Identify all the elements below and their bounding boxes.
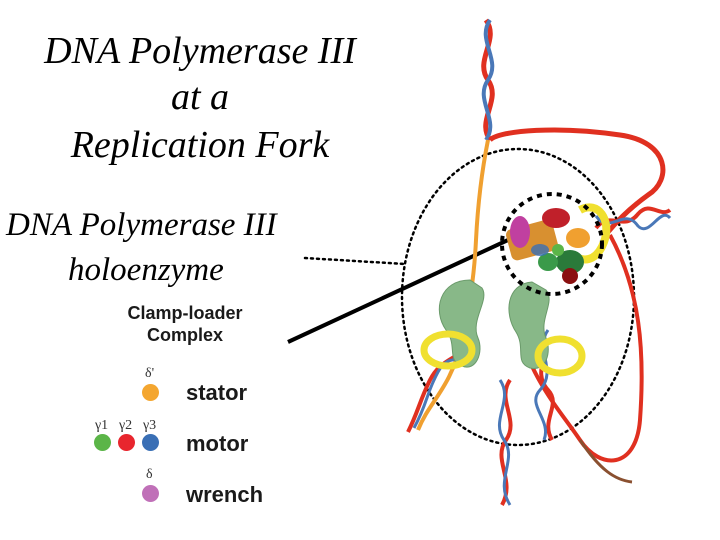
motor-dot-1 [94, 434, 111, 451]
polymerase-core-left [438, 279, 485, 368]
wrench-greek-label: δ [146, 467, 153, 482]
wrench-dot [142, 485, 159, 502]
clamp-loader-pointer-line [287, 238, 509, 344]
top-clamp [576, 203, 611, 264]
red-strand-loop [514, 234, 644, 463]
holoenzyme-label-line-1: DNA Polymerase III [6, 207, 277, 243]
motor-dot-2 [118, 434, 135, 451]
middle-dna-helix [497, 378, 513, 506]
holoenzyme-label-line-2: holoenzyme [68, 252, 224, 288]
motor-label: motor [186, 431, 249, 456]
sliding-clamp-left [420, 330, 476, 370]
motor-greek-label-3: γ3 [143, 418, 157, 433]
red-lagging-strand [488, 127, 666, 234]
motor-greek-label-2: γ2 [119, 418, 133, 433]
title-line-3: Replication Fork [70, 124, 330, 166]
clamp-loader-outline [500, 192, 604, 296]
motor-greek-label-1: γ1 [95, 418, 109, 433]
stator-label: stator [186, 380, 248, 405]
holoenzyme-leader-line [303, 256, 407, 266]
polymerase-core-right [508, 281, 550, 369]
title-line-2: at a [170, 76, 230, 118]
wrench-label: wrench [186, 482, 264, 507]
sliding-clamp-right [534, 335, 586, 377]
legend-title-line-1: Clamp-loader [127, 303, 243, 323]
clamp-loader-cluster [506, 208, 590, 284]
stator-dot [142, 384, 159, 401]
legend-title-line-2: Complex [146, 325, 224, 345]
parental-dna-helix [481, 18, 495, 142]
stator-greek-label: δ' [145, 366, 155, 381]
motor-dot-3 [142, 434, 159, 451]
title-line-1: DNA Polymerase III [44, 30, 356, 72]
